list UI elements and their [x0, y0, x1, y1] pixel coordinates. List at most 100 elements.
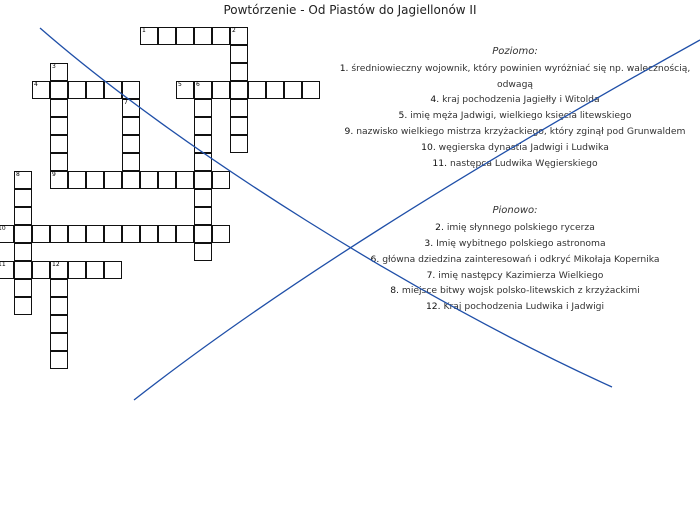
crossword-cell[interactable] [86, 225, 104, 243]
crossword-cell[interactable] [14, 261, 32, 279]
crossword-cell[interactable] [68, 171, 86, 189]
crossword-cell[interactable] [86, 261, 104, 279]
crossword-cell[interactable] [194, 117, 212, 135]
down-clue: 2. imię słynnego polskiego rycerza [330, 220, 700, 236]
crossword-cell[interactable] [212, 171, 230, 189]
crossword-cell[interactable] [266, 81, 284, 99]
cell-number: 7 [124, 99, 128, 106]
crossword-cell[interactable] [284, 81, 302, 99]
cell-number: 10 [0, 225, 6, 232]
crossword-cell[interactable] [50, 99, 68, 117]
crossword-cell[interactable] [86, 81, 104, 99]
crossword-cell[interactable] [194, 207, 212, 225]
crossword-cell[interactable] [212, 225, 230, 243]
crossword-cell[interactable] [50, 333, 68, 351]
clue-number: 6. [370, 253, 380, 265]
crossword-cell[interactable]: 11 [0, 261, 14, 279]
crossword-cell[interactable] [50, 297, 68, 315]
crossword-cell[interactable] [104, 171, 122, 189]
crossword-cell[interactable] [194, 153, 212, 171]
crossword-cell[interactable] [248, 81, 266, 99]
cell-number: 3 [52, 63, 56, 70]
crossword-cell[interactable] [212, 81, 230, 99]
cell-number: 12 [52, 261, 60, 268]
crossword-cell[interactable] [158, 225, 176, 243]
cell-number: 9 [52, 171, 56, 178]
crossword-cell[interactable] [230, 135, 248, 153]
crossword-cell[interactable] [50, 315, 68, 333]
crossword-cell[interactable]: 10 [0, 225, 14, 243]
page-title: Powtórzenie - Od Piastów do Jagiellonów … [223, 3, 477, 17]
clue-text: węgierska dynastia Jadwigi i Ludwika [438, 141, 609, 153]
crossword-cell[interactable]: 12 [50, 261, 68, 279]
clue-text: imię słynnego polskiego rycerza [446, 222, 595, 234]
crossword-cell[interactable] [14, 297, 32, 315]
crossword-cell[interactable] [122, 81, 140, 99]
crossword-cell[interactable] [194, 189, 212, 207]
crossword-cell[interactable]: 2 [230, 27, 248, 45]
crossword-cell[interactable] [68, 225, 86, 243]
crossword-cell[interactable] [14, 189, 32, 207]
crossword-cell[interactable] [86, 171, 104, 189]
crossword-cell[interactable] [14, 225, 32, 243]
crossword-cell[interactable] [212, 27, 230, 45]
across-clue: 5. imię męża Jadwigi, wielkiego księcia … [330, 108, 700, 124]
crossword-cell[interactable]: 3 [50, 63, 68, 81]
down-clue: 7. imię następcy Kazimierza Wielkiego [330, 268, 700, 284]
crossword-cell[interactable]: 6 [194, 81, 212, 99]
crossword-cell[interactable]: 1 [140, 27, 158, 45]
crossword-cell[interactable] [158, 171, 176, 189]
crossword-cell[interactable] [194, 225, 212, 243]
crossword-cell[interactable] [50, 135, 68, 153]
across-clue: 1. średniowieczny wojownik, który powini… [330, 61, 700, 77]
crossword-cell[interactable] [194, 243, 212, 261]
crossword-cell[interactable] [14, 243, 32, 261]
crossword-cell[interactable] [32, 261, 50, 279]
across-clue: 10. węgierska dynastia Jadwigi i Ludwika [330, 140, 700, 156]
crossword-cell[interactable] [194, 171, 212, 189]
crossword-cell[interactable] [50, 351, 68, 369]
crossword-cell[interactable] [14, 279, 32, 297]
crossword-cell[interactable] [104, 225, 122, 243]
crossword-cell[interactable] [194, 27, 212, 45]
crossword-cell[interactable] [68, 261, 86, 279]
crossword-cell[interactable] [50, 81, 68, 99]
crossword-cell[interactable] [50, 279, 68, 297]
crossword-cell[interactable] [68, 81, 86, 99]
crossword-cell[interactable] [50, 117, 68, 135]
crossword-cell[interactable] [122, 171, 140, 189]
crossword-cell[interactable] [230, 99, 248, 117]
crossword-cell[interactable] [302, 81, 320, 99]
cell-number: 2 [232, 27, 236, 34]
crossword-cell[interactable] [104, 261, 122, 279]
crossword-cell[interactable] [50, 153, 68, 171]
crossword-cell[interactable] [194, 135, 212, 153]
crossword-cell[interactable] [230, 63, 248, 81]
crossword-cell[interactable] [230, 117, 248, 135]
crossword-cell[interactable] [176, 27, 194, 45]
crossword-cell[interactable] [122, 117, 140, 135]
crossword-cell[interactable] [50, 225, 68, 243]
clue-number: 10. [421, 141, 436, 153]
crossword-cell[interactable] [158, 27, 176, 45]
crossword-cell[interactable]: 5 [176, 81, 194, 99]
across-clue: odwagą [330, 77, 700, 93]
crossword-cell[interactable] [176, 225, 194, 243]
crossword-cell[interactable] [122, 153, 140, 171]
clue-text: odwagą [496, 78, 534, 90]
crossword-cell[interactable]: 8 [14, 171, 32, 189]
crossword-cell[interactable] [230, 81, 248, 99]
crossword-cell[interactable] [14, 207, 32, 225]
crossword-cell[interactable]: 7 [122, 99, 140, 117]
crossword-cell[interactable] [32, 225, 50, 243]
crossword-cell[interactable] [122, 135, 140, 153]
crossword-cell[interactable]: 9 [50, 171, 68, 189]
crossword-cell[interactable] [176, 171, 194, 189]
crossword-cell[interactable]: 4 [32, 81, 50, 99]
crossword-cell[interactable] [194, 99, 212, 117]
crossword-cell[interactable] [230, 45, 248, 63]
crossword-cell[interactable] [104, 81, 122, 99]
crossword-cell[interactable] [140, 225, 158, 243]
crossword-cell[interactable] [122, 225, 140, 243]
crossword-cell[interactable] [140, 171, 158, 189]
